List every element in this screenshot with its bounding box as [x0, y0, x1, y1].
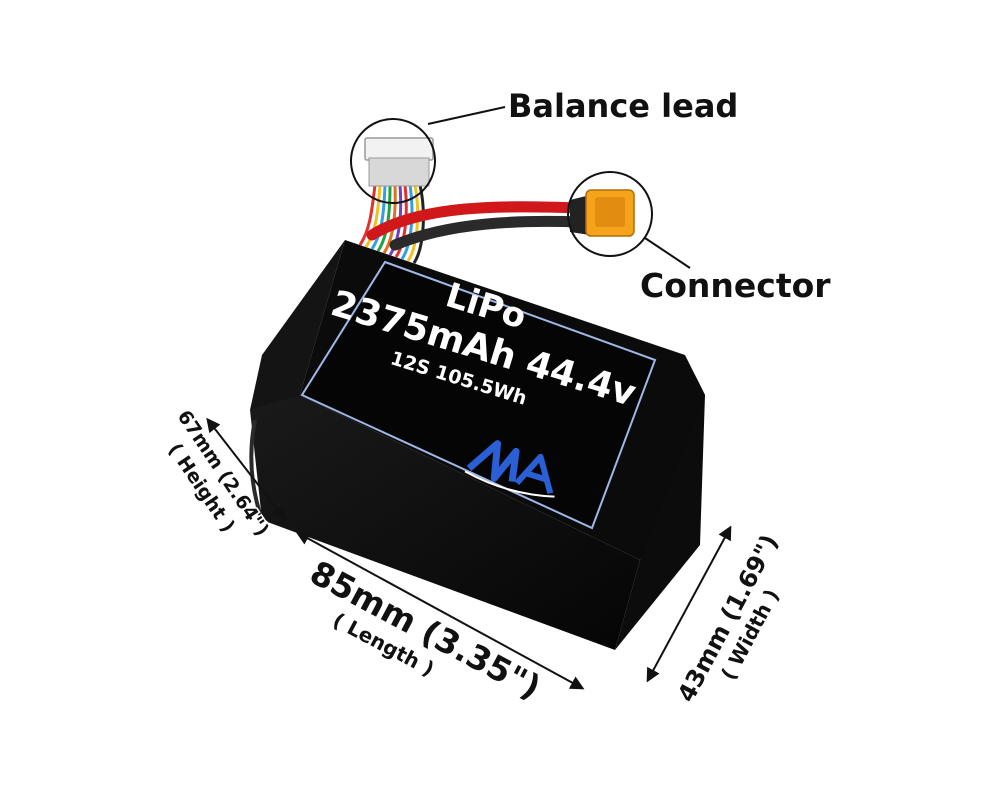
- main-wire-black: [389, 215, 586, 251]
- length-dimension-arrow: [295, 531, 585, 690]
- brand-logo: [464, 440, 555, 498]
- balance-lead-wires: [358, 184, 425, 264]
- wiring: [358, 137, 635, 264]
- height-dimension-arrow: [206, 417, 286, 521]
- xt-connector: [570, 189, 635, 237]
- connector-highlight-circle: [567, 171, 653, 257]
- connector-callout: Connector: [640, 266, 831, 305]
- width-dimension-arrow: [646, 525, 732, 683]
- balance-plug: [364, 137, 434, 161]
- balance-lead-highlight-circle: [350, 118, 436, 204]
- pack-label: [300, 260, 657, 530]
- balance-lead-callout: Balance lead: [508, 87, 738, 125]
- main-wire-red: [366, 201, 586, 241]
